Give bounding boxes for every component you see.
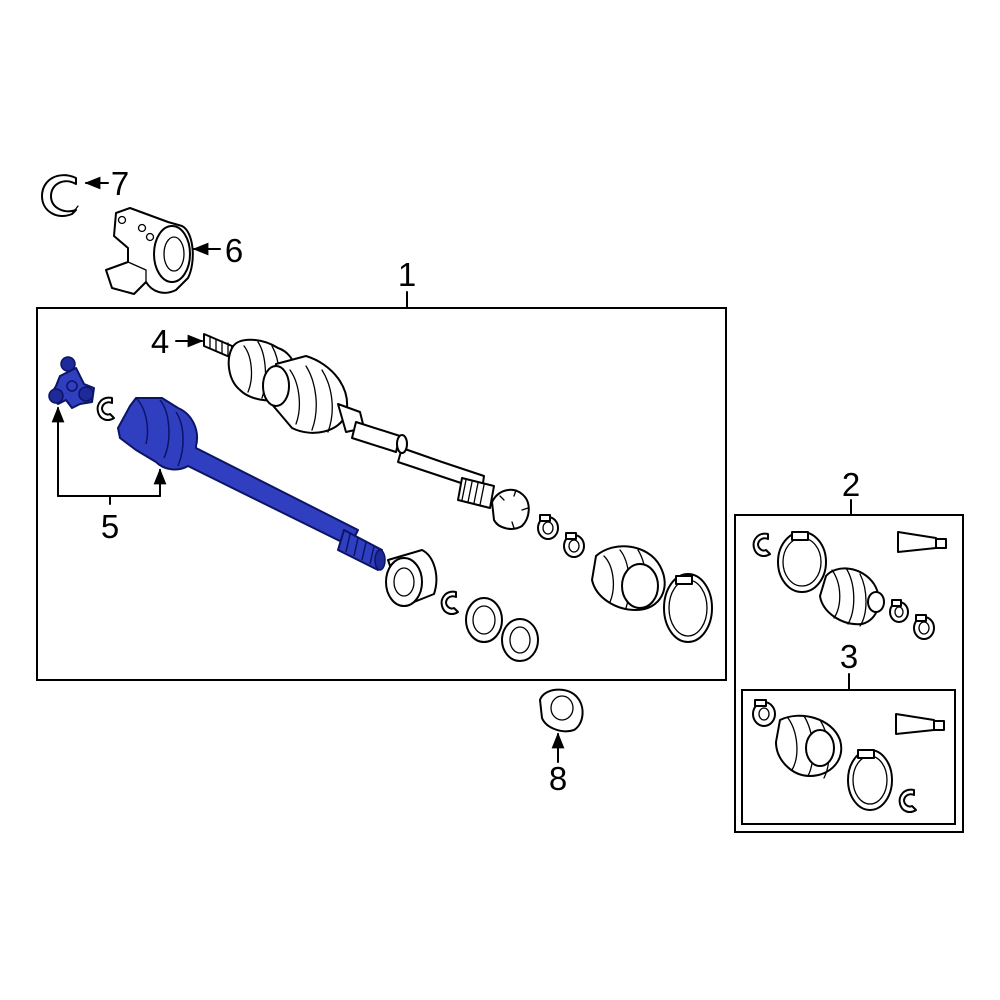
callout-5-leader [51, 406, 167, 505]
kit2-circlip[interactable] [752, 532, 771, 557]
kit3-boot[interactable] [775, 714, 843, 779]
boot-band-large[interactable] [663, 573, 713, 643]
circlip-ring[interactable] [96, 396, 115, 421]
kit2-clamp-a[interactable] [889, 599, 909, 623]
bracket-part-6[interactable] [105, 207, 221, 295]
kit3-circlip[interactable] [898, 788, 917, 813]
tripod-joint-part-5[interactable] [48, 356, 95, 409]
callout-2: 2 [842, 466, 860, 503]
snap-ring-part-7[interactable] [41, 174, 109, 217]
kit3-boot-band[interactable] [847, 749, 893, 811]
callout-7: 7 [111, 165, 129, 202]
inner-shaft-part-5[interactable] [117, 397, 386, 571]
assembly-box-1 [36, 307, 727, 681]
callout-4: 4 [151, 323, 169, 360]
callout-8: 8 [549, 760, 567, 797]
boot-clamp-small-a[interactable] [537, 514, 559, 540]
kit3-clamp[interactable] [752, 699, 776, 727]
cv-joint-ring[interactable] [491, 488, 530, 530]
outer-axle-part-4[interactable] [175, 333, 495, 509]
outer-cv-boot[interactable] [591, 545, 666, 611]
kit2-grease-tube[interactable] [897, 531, 947, 553]
kit3-grease-tube[interactable] [895, 713, 945, 735]
kit-box-2 [734, 514, 964, 833]
shaft-bearing[interactable] [385, 549, 438, 607]
boot-clamp-small-b[interactable] [563, 532, 585, 558]
bearing-circlip[interactable] [440, 590, 459, 615]
callout-3: 3 [840, 638, 858, 675]
kit2-boot[interactable] [819, 567, 885, 627]
dust-seal-part-8[interactable] [539, 688, 584, 763]
callout-1: 1 [398, 256, 416, 293]
kit2-clamp-b[interactable] [913, 614, 935, 640]
callout-6: 6 [225, 232, 243, 269]
seal-ring-b[interactable] [501, 618, 539, 662]
seal-ring-a[interactable] [465, 597, 503, 643]
callout-5: 5 [101, 508, 119, 545]
kit2-boot-band[interactable] [777, 531, 827, 593]
